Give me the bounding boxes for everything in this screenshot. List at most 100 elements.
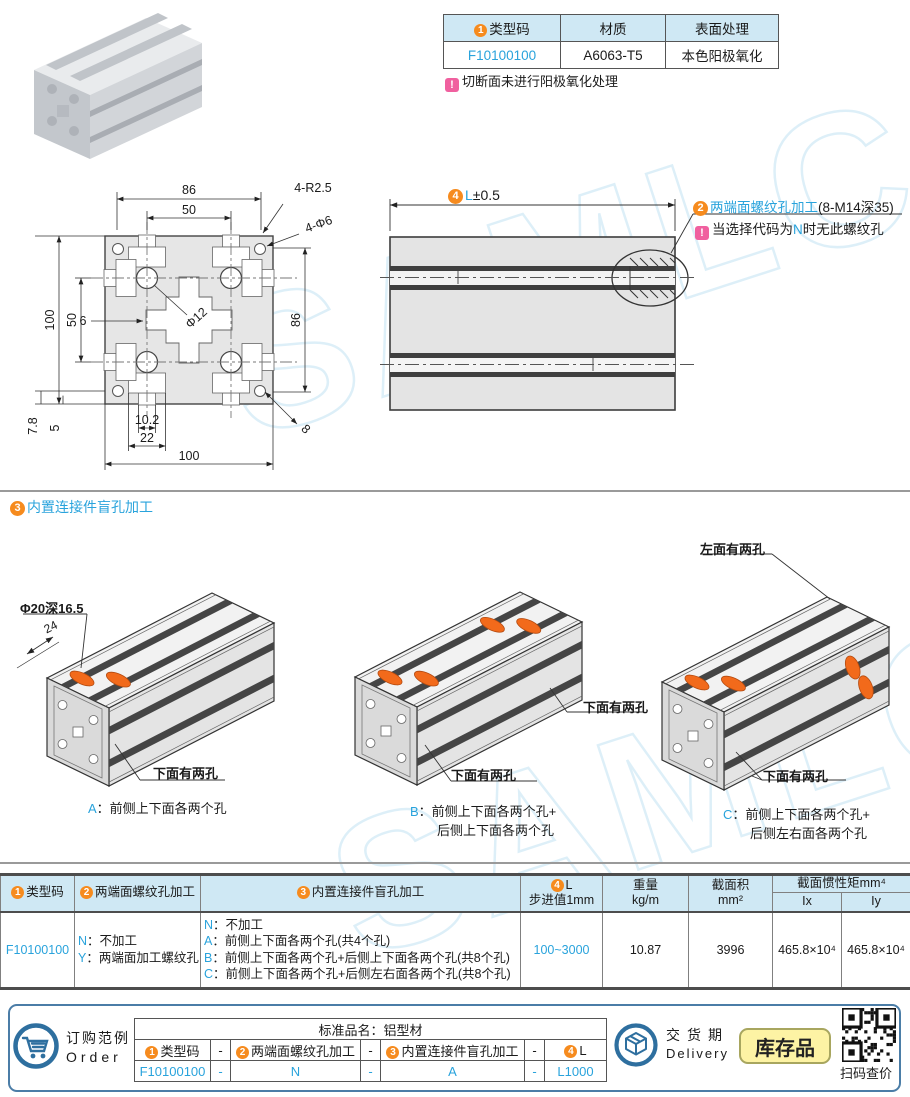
blind-hole-marker (516, 618, 542, 634)
ord-value-sep: - (524, 1060, 545, 1082)
table-row: F10100100 N：不加工 Y：两端面加工螺纹孔 N：不加工 A：前侧上下面… (0, 911, 910, 989)
blind-hole-marker (413, 670, 439, 687)
view-b-right-label: 下面有两孔 (583, 700, 649, 715)
badge-3: 3 (296, 886, 310, 900)
warning-icon: ! (695, 226, 709, 240)
ord-sep: - (210, 1039, 231, 1061)
view-c-top-label: 左面有两孔 (700, 542, 766, 557)
section-divider (0, 862, 910, 864)
mt-inertia-iy: 465.8×10⁴ (840, 911, 910, 989)
mt-weight: 10.87 (602, 911, 689, 989)
view-c-caption: C：前侧上下面各两个孔+ 后侧左右面各两个孔 (723, 807, 870, 841)
warning-icon: ! (445, 78, 459, 92)
delivery-box-icon (614, 1023, 658, 1067)
delivery-label-cn: 交货期 (666, 1027, 729, 1043)
badge-1: 1 (474, 24, 488, 37)
blind-hole-marker (479, 616, 505, 633)
badge-3: 3 (10, 501, 25, 516)
blind-hole-marker (105, 671, 131, 688)
dim-corner-radius: 4-R2.5 (294, 181, 332, 195)
blind-hole-marker (858, 675, 874, 700)
dim-slot-width: 6 (80, 314, 87, 328)
delivery-label-en: Delivery (666, 1046, 729, 1061)
iso-view-a (16, 592, 276, 787)
view-c-bottom-label: 下面有两孔 (763, 769, 829, 784)
mt-blind-options: N：不加工 A：前侧上下面各两个孔(共4个孔) B：前侧上下面各两个孔+后侧上下… (200, 911, 521, 989)
blind-hole-marker (720, 675, 746, 692)
surface-value: 本色阳极氧化 (665, 41, 779, 69)
dim-left-height: 100 (43, 310, 57, 331)
blind-hole-marker (377, 669, 403, 686)
product-photo (34, 13, 202, 159)
badge-2: 2 (235, 1045, 249, 1059)
order-example-label-cn: 订购范例 (66, 1030, 130, 1046)
mt-type-code-link[interactable]: F10100100 (0, 911, 75, 989)
badge-2: 2 (79, 886, 93, 900)
view-a-hole-dim: Φ20深16.5 (20, 601, 84, 616)
mt-thread-options: N：不加工 Y：两端面加工螺纹孔 (74, 911, 201, 989)
badge-3: 3 (386, 1045, 400, 1059)
blind-hole-marker (844, 655, 861, 680)
dim-bottom-width: 100 (179, 449, 200, 463)
dim-right-height: 86 (289, 313, 303, 327)
badge-4: 4 (564, 1044, 578, 1058)
badge-2: 2 (693, 201, 708, 216)
ord-value-thread: N (230, 1060, 361, 1082)
stock-badge: 库存品 (739, 1028, 831, 1064)
cut-surface-note: !切断面未进行阳极氧化处理 (445, 71, 618, 92)
dim-corner-holes: 4-Φ6 (303, 213, 334, 236)
center-cavity (145, 276, 233, 364)
badge-4: 4 (448, 189, 463, 204)
blind-hole-marker (684, 674, 710, 691)
ord-value-blind: A (380, 1060, 525, 1082)
mt-header-iy: Iy (840, 892, 910, 912)
dim-slot-cavity: 22 (140, 431, 154, 445)
mt-header-inertia: 截面惯性矩mm⁴ (771, 874, 910, 893)
view-a-bottom-label: 下面有两孔 (153, 766, 219, 781)
ord-value-sep: - (210, 1060, 231, 1082)
dim-top-inner: 50 (182, 203, 196, 217)
badge-1: 1 (11, 886, 25, 900)
mt-length-range: 100~3000 (520, 911, 603, 989)
view-b-caption: B：前侧上下面各两个孔+ 后侧上下面各两个孔 (410, 804, 557, 838)
dim-left-inner: 50 (65, 313, 79, 327)
ord-value-length: L1000 (544, 1060, 607, 1082)
dim-top-width: 86 (182, 183, 196, 197)
mt-header-ix: Ix (772, 892, 842, 912)
ord-value-sep: - (360, 1060, 381, 1082)
order-table-title: 标准品名：铝型材 (134, 1018, 607, 1040)
side-view-drawing (380, 199, 902, 411)
dim-slot-opening: 10.2 (135, 413, 159, 427)
blind-hole-marker (69, 670, 95, 687)
iso-view-b (353, 591, 643, 786)
order-example-label-en: Order (66, 1049, 122, 1065)
dim-corner-slot: 8 (298, 422, 313, 437)
qr-code (842, 1008, 896, 1062)
type-code-link[interactable]: F10100100 (443, 41, 561, 69)
order-example-box (8, 1004, 901, 1092)
spec-header-surface: 表面处理 (665, 14, 779, 42)
qr-caption: 扫码查价 (840, 1066, 893, 1081)
spec-header-material: 材质 (560, 14, 666, 42)
view-a-caption: A：前侧上下面各两个孔 (88, 801, 227, 816)
section-divider (0, 490, 910, 492)
mt-inertia-ix: 465.8×10⁴ (772, 911, 842, 989)
iso-view-c (660, 553, 891, 791)
cross-section-drawing: 86 50 4-R2.5 4-Φ6 100 50 6 Φ12 86 100 22… (26, 181, 334, 470)
badge-1: 1 (145, 1045, 159, 1059)
ord-value-type-code[interactable]: F10100100 (134, 1060, 211, 1082)
